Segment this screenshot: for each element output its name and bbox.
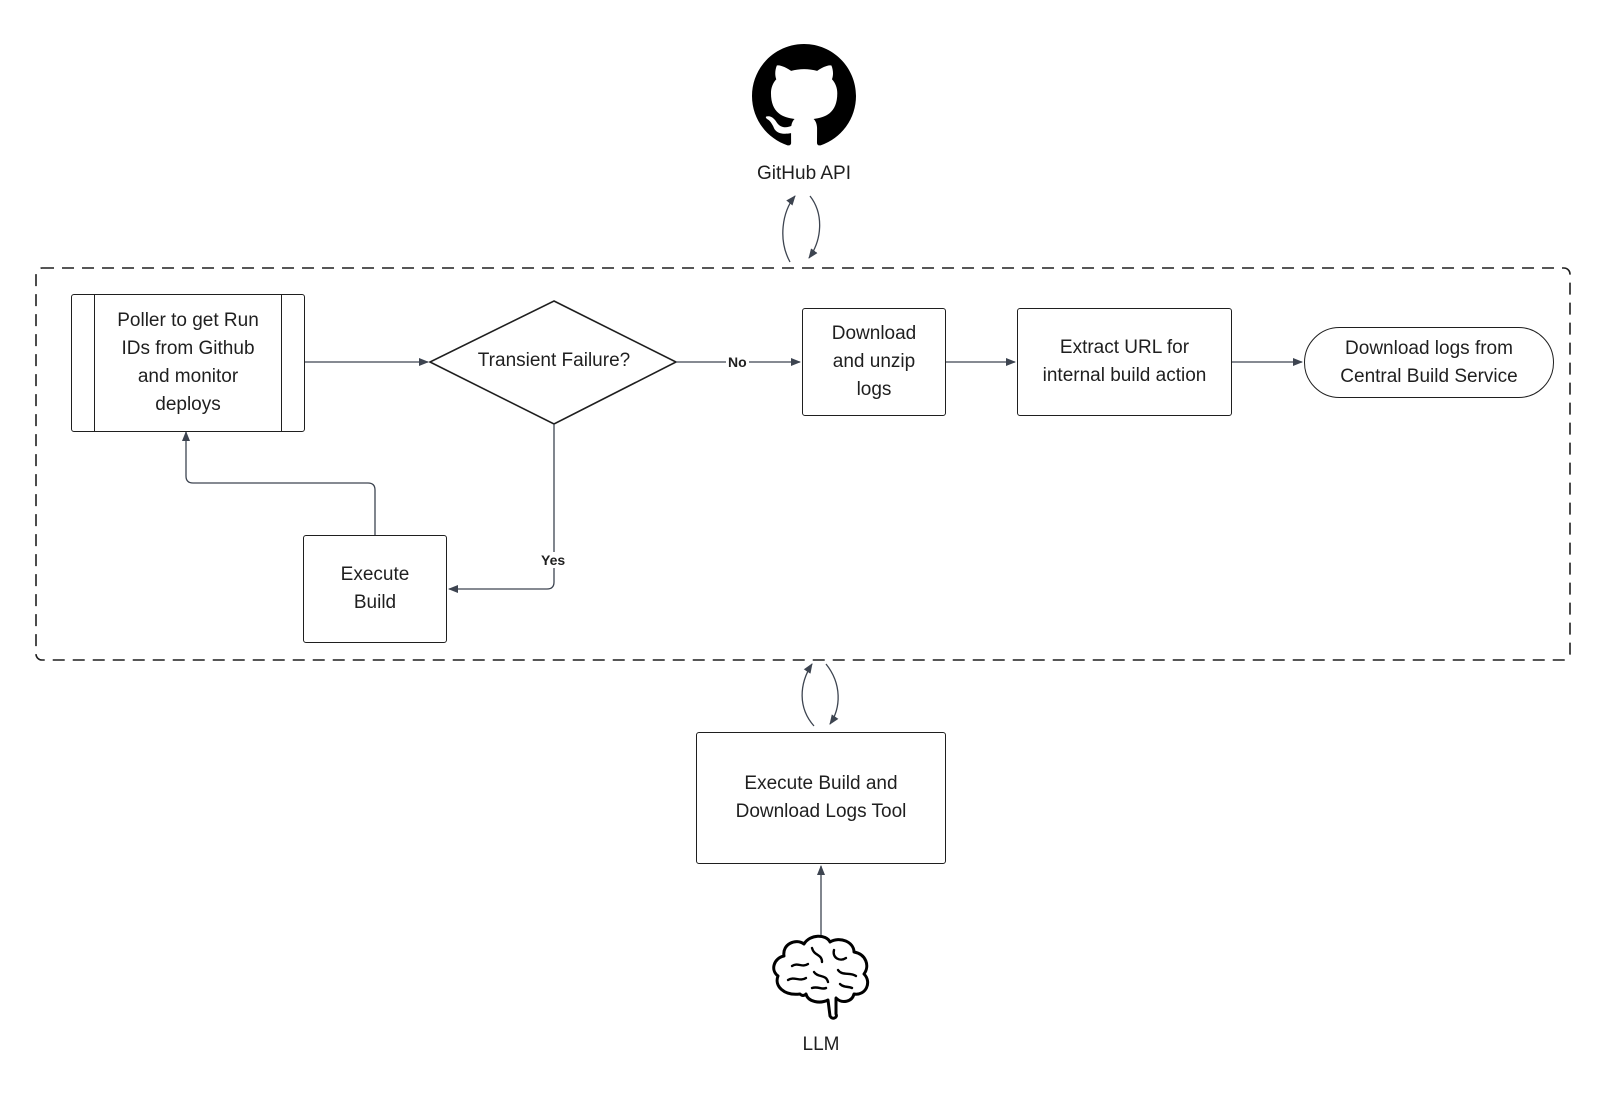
poller-label: Poller to get Run IDs from Github and mo…: [117, 310, 259, 415]
extract-url-label: Extract URL for internal build action: [1042, 337, 1207, 386]
tool-node[interactable]: Execute Build and Download Logs Tool: [696, 732, 946, 864]
brain-icon: [772, 934, 870, 1020]
github-icon: [752, 44, 856, 146]
edge-github-to-container: [808, 195, 821, 259]
execute-build-label: Execute Build: [340, 564, 410, 613]
execute-build-node[interactable]: Execute Build: [303, 535, 447, 643]
edge-container-to-tool: [825, 663, 839, 725]
poller-right-bar: [281, 295, 282, 431]
edge-execute-to-poller: [182, 431, 376, 535]
llm-label: LLM: [802, 1034, 840, 1055]
edge-container-to-github: [782, 195, 796, 263]
edge-label-yes: Yes: [539, 552, 568, 568]
download-unzip-node[interactable]: Download and unzip logs: [802, 308, 946, 416]
github-label: GitHub API: [757, 163, 851, 184]
tool-label: Execute Build and Download Logs Tool: [735, 773, 907, 822]
edge-label-no: No: [726, 354, 749, 370]
central-logs-label: Download logs from Central Build Service: [1340, 337, 1518, 387]
poller-left-bar: [94, 295, 95, 431]
download-unzip-label: Download and unzip logs: [831, 323, 917, 400]
extract-url-node[interactable]: Extract URL for internal build action: [1017, 308, 1232, 416]
edge-decision-to-execute: [448, 424, 555, 593]
edge-tool-to-container: [801, 663, 815, 727]
poller-node[interactable]: Poller to get Run IDs from Github and mo…: [71, 294, 305, 432]
system-boundary: [35, 267, 1571, 661]
central-logs-node[interactable]: Download logs from Central Build Service: [1304, 327, 1554, 398]
decision-label: Transient Failure?: [477, 350, 631, 371]
